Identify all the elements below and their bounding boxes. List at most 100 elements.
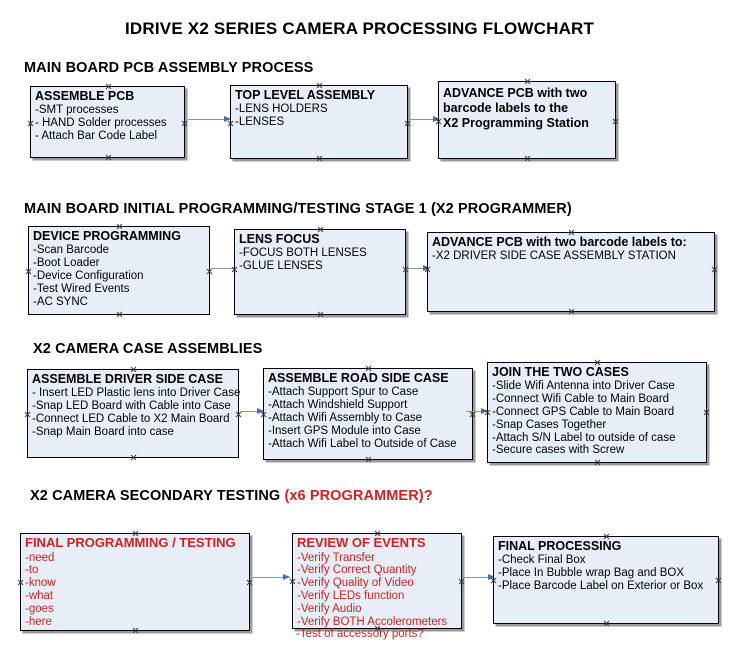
node-join-the-two-cases[interactable]: JOIN THE TWO CASES -Slide Wifi Antenna i… — [487, 362, 707, 463]
node-line: -what — [25, 590, 54, 603]
node-line: -here — [25, 615, 52, 628]
node-top-level-assembly[interactable]: TOP LEVEL ASSEMBLY -LENS HOLDERS -LENSES — [230, 85, 408, 159]
node-line: -know — [25, 577, 56, 590]
node-line: -Attach Wifi Assembly to Case — [268, 411, 423, 424]
node-line: -LENSES — [235, 115, 285, 128]
node-line: -Verify Audio — [297, 603, 362, 616]
node-line: -Attach Support Spur to Case — [268, 386, 419, 398]
connector-handle-bottom[interactable] — [524, 155, 531, 162]
node-line: -to — [25, 564, 39, 577]
node-title: ADVANCE PCB with two — [443, 86, 588, 100]
node-review-of-events[interactable]: REVIEW OF EVENTS -Verify Transfer -Verif… — [292, 533, 462, 629]
node-title: TOP LEVEL ASSEMBLY — [235, 88, 376, 102]
node-line: -LENS HOLDERS — [235, 103, 328, 115]
node-assemble-road-side-case[interactable]: ASSEMBLE ROAD SIDE CASE -Attach Support … — [263, 368, 473, 460]
connector-handle-bottom[interactable] — [116, 311, 123, 318]
node-review-of-events-overflow-line: -Test of accessory ports? — [296, 628, 424, 640]
node-line: -FOCUS BOTH LENSES — [239, 247, 367, 259]
node-line: -Attach S/N Label to outside of case — [492, 431, 676, 444]
node-line: -Verify Transfer — [297, 551, 375, 564]
node-assemble-driver-side-case[interactable]: ASSEMBLE DRIVER SIDE CASE - Insert LED P… — [24, 369, 241, 461]
node-line: -Test Wired Events — [33, 282, 130, 295]
node-line: -Verify BOTH Accolerometers — [297, 615, 448, 628]
node-title: DEVICE PROGRAMMING — [33, 229, 181, 243]
node-line: -goes — [25, 603, 54, 616]
node-line: -X2 DRIVER SIDE CASE ASSEMBLY STATION — [432, 250, 676, 262]
connector-handle-left[interactable] — [27, 120, 34, 127]
section-heading-x2-camera-case-assemblies: X2 CAMERA CASE ASSEMBLIES — [33, 341, 263, 357]
arrow-review-of-events-to-final-processing — [464, 574, 495, 581]
node-line: -Place Barcode Label on Exterior or Box — [498, 579, 704, 592]
node-title: ADVANCE PCB with two barcode labels to: — [432, 235, 687, 249]
node-line: -Snap Main Board into case — [32, 425, 174, 438]
node-line: -Connect LED Cable to X2 Main Board — [32, 412, 230, 425]
node-line: - Insert LED Plastic lens into Driver Ca… — [32, 387, 241, 399]
node-title: FINAL PROCESSING — [498, 539, 622, 553]
node-assemble-pcb[interactable]: ASSEMBLE PCB -SMT processes - HAND Solde… — [30, 86, 185, 158]
connector-handle-right[interactable] — [181, 120, 188, 127]
node-line: -Verify Quality of Video — [297, 577, 414, 590]
connector-handle-left[interactable] — [25, 268, 32, 275]
node-advance-pcb-programming-station[interactable]: ADVANCE PCB with two barcode labels to t… — [438, 81, 616, 159]
connector-handle-bottom[interactable] — [594, 459, 601, 466]
node-title: FINAL PROGRAMMING / TESTING — [25, 535, 236, 550]
node-line: -Secure cases with Screw — [492, 444, 625, 457]
node-line: - HAND Solder processes — [35, 116, 167, 129]
node-title-line2: barcode labels to the — [443, 101, 569, 115]
node-line: -Scan Barcode — [33, 244, 110, 256]
node-device-programming[interactable]: DEVICE PROGRAMMING -Scan Barcode -Boot L… — [28, 226, 210, 315]
connector-handle-right[interactable] — [711, 266, 718, 273]
node-line: -Connect GPS Cable to Main Board — [492, 405, 675, 418]
node-title: ASSEMBLE PCB — [35, 89, 135, 103]
connector-handle-bottom[interactable] — [603, 620, 610, 627]
node-line: -GLUE LENSES — [239, 259, 323, 272]
node-title: REVIEW OF EVENTS — [297, 535, 426, 550]
node-line: -Place In Bubble wrap Bag and BOX — [498, 566, 685, 579]
arrow-lens-focus-to-advance-pcb-driver-side — [408, 265, 430, 272]
node-line: -Snap Cases Together — [492, 418, 607, 431]
connector-handle-bottom[interactable] — [105, 154, 112, 161]
connector-handle-left[interactable] — [17, 579, 24, 586]
node-final-processing[interactable]: FINAL PROCESSING -Check Final Box -Place… — [493, 536, 719, 624]
connector-handle-left[interactable] — [289, 578, 296, 585]
connector-handle-right[interactable] — [612, 118, 619, 125]
section-heading-main-board-pcb-assembly-process: MAIN BOARD PCB ASSEMBLY PROCESS — [24, 60, 314, 76]
arrow-final-programming-to-review-of-events — [252, 574, 290, 581]
arrow-assemble-pcb-to-top-level-assembly — [188, 116, 231, 123]
node-line: -Connect Wifi Cable to Main Board — [492, 392, 670, 405]
node-title-line3: X2 Programming Station — [443, 116, 589, 130]
connector-handle-right[interactable] — [715, 577, 722, 584]
arrow-top-level-assembly-to-advance-pcb — [410, 116, 440, 123]
connector-handle-bottom[interactable] — [130, 454, 137, 461]
node-final-programming-testing[interactable]: FINAL PROGRAMMING / TESTING -need -to -k… — [20, 533, 250, 631]
node-line: -Attach Wifi Label to Outside of Case — [268, 437, 457, 450]
node-line: -Verify Correct Quantity — [297, 564, 417, 577]
connector-handle-bottom[interactable] — [316, 155, 323, 162]
section-heading-main-board-initial-programming: MAIN BOARD INITIAL PROGRAMMING/TESTING S… — [24, 201, 572, 217]
node-title: ASSEMBLE ROAD SIDE CASE — [268, 371, 449, 385]
section-heading-text: X2 CAMERA SECONDARY TESTING — [30, 488, 285, 504]
connector-handle-top[interactable] — [524, 78, 531, 85]
section-heading-x2-camera-secondary-testing: X2 CAMERA SECONDARY TESTING (x6 PROGRAMM… — [30, 488, 433, 504]
node-line: -Device Configuration — [33, 269, 144, 282]
node-line: -Verify LEDs function — [297, 590, 405, 603]
connector-handle-bottom[interactable] — [365, 456, 372, 463]
page-title: IDRIVE X2 SERIES CAMERA PROCESSING FLOWC… — [125, 19, 595, 38]
node-advance-pcb-driver-side-case[interactable]: ADVANCE PCB with two barcode labels to: … — [427, 232, 715, 312]
node-title: ASSEMBLE DRIVER SIDE CASE — [32, 372, 224, 386]
node-line: -SMT processes — [35, 104, 119, 116]
node-title: LENS FOCUS — [239, 232, 320, 246]
arrow-driver-side-to-road-side — [241, 408, 264, 415]
node-lens-focus[interactable]: LENS FOCUS -FOCUS BOTH LENSES -GLUE LENS… — [234, 229, 406, 315]
connector-handle-bottom[interactable] — [568, 308, 575, 315]
node-line: -need — [25, 551, 55, 564]
node-line: -Snap LED Board with Cable into Case — [32, 399, 231, 412]
node-line: -AC SYNC — [33, 295, 88, 308]
node-line: -Check Final Box — [498, 554, 586, 566]
node-line: - Attach Bar Code Label — [35, 129, 158, 142]
connector-handle-left[interactable] — [24, 411, 31, 418]
connector-handle-right[interactable] — [703, 409, 710, 416]
node-line: -Insert GPS Module into Case — [268, 424, 421, 437]
section-heading-accent: (x6 PROGRAMMER)? — [284, 488, 433, 504]
connector-handle-bottom[interactable] — [317, 311, 324, 318]
